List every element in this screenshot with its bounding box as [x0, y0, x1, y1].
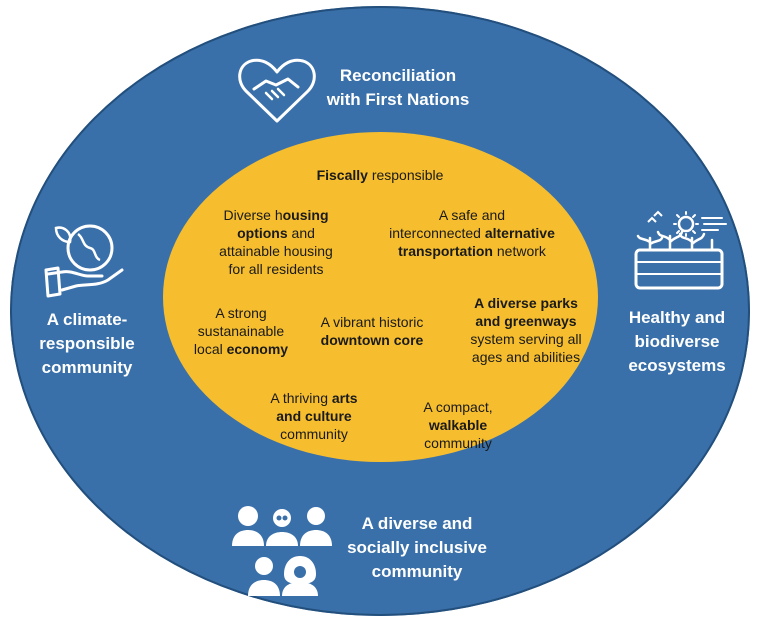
outer-label-top: Reconciliation with First Nations [318, 64, 478, 112]
text: A compact, [423, 399, 493, 415]
text: sustanainable [197, 323, 285, 339]
bold-text: alternative [484, 225, 555, 241]
text: interconnected [389, 225, 485, 241]
bold-text: and greenways [475, 313, 577, 329]
inner-item-line: community [398, 434, 518, 452]
bold-text: Fiscally [316, 167, 368, 183]
outer-label-bottom-line: socially inclusive [347, 538, 487, 557]
inner-item-line: walkable [398, 416, 518, 434]
inner-item-line: A strong [176, 304, 306, 322]
inner-item-fiscal: Fiscally responsible [280, 166, 480, 184]
outer-label-left-line: responsible [39, 334, 135, 353]
outer-label-bottom: A diverse and socially inclusive communi… [332, 512, 502, 584]
text: and [287, 225, 315, 241]
bold-text: options [237, 225, 288, 241]
text: network [492, 243, 546, 259]
inner-item-line: and greenways [452, 312, 600, 330]
outer-label-right-line: biodiverse [634, 332, 720, 351]
bold-text: A diverse parks [474, 295, 578, 311]
inner-item-line: transportation network [372, 242, 572, 260]
text: A strong [215, 305, 267, 321]
inner-item-line: for all residents [196, 260, 356, 278]
outer-label-right-line: Healthy and [628, 308, 726, 327]
bold-text: transportation [398, 243, 493, 259]
inner-item-line: sustanainable [176, 322, 306, 340]
text: for all residents [228, 261, 324, 277]
outer-label-right-line: ecosystems [628, 356, 726, 375]
text: Diverse h [223, 207, 283, 223]
outer-label-bottom-line: community [371, 562, 463, 581]
earth-in-hand-icon [44, 224, 124, 298]
text: system serving all [470, 331, 582, 347]
bold-text: walkable [428, 417, 488, 433]
text: A thriving [270, 390, 332, 406]
outer-label-bottom-line: A diverse and [361, 514, 473, 533]
inner-item-line: Diverse housing [196, 206, 356, 224]
inner-item-line: ages and abilities [452, 348, 600, 366]
text: attainable housing [219, 243, 333, 259]
bold-text: arts [331, 390, 358, 406]
inner-item-parks: A diverse parks and greenways system servi… [452, 294, 600, 366]
outer-label-left: A climate- responsible community [22, 308, 152, 380]
inner-circle [163, 132, 598, 462]
bold-text: downtown core [320, 332, 424, 348]
inner-item-line: and culture [244, 407, 384, 425]
text: local [193, 341, 227, 357]
outer-label-left-line: A climate- [46, 310, 128, 329]
bold-text: economy [226, 341, 289, 357]
handshake-heart-icon [238, 58, 316, 123]
outer-label-top-line: with First Nations [326, 90, 470, 109]
bold-text: ousing [282, 207, 329, 223]
bold-text: and culture [276, 408, 352, 424]
inner-item-line: A compact, [398, 398, 518, 416]
inner-item-line: interconnected alternative [372, 224, 572, 242]
text: A vibrant historic [320, 314, 424, 330]
text: A safe and [438, 207, 506, 223]
inner-item-downtown: A vibrant historic downtown core [302, 313, 442, 349]
inner-item-line: local economy [176, 340, 306, 358]
text: responsible [367, 167, 444, 183]
inner-item-line: attainable housing [196, 242, 356, 260]
outer-label-right: Healthy and biodiverse ecosystems [612, 306, 742, 378]
inner-item-line: A safe and [372, 206, 572, 224]
inner-item-line: community [244, 425, 384, 443]
inner-item-line: options and [196, 224, 356, 242]
ecosystem-sun-wind-plants-icon [634, 210, 727, 290]
inner-item-line: A diverse parks [452, 294, 600, 312]
text: community [280, 426, 348, 442]
inner-item-line: system serving all [452, 330, 600, 348]
outer-label-top-line: Reconciliation [339, 66, 457, 85]
text: community [424, 435, 492, 451]
diverse-people-icon [232, 506, 332, 596]
inner-item-line: Fiscally responsible [280, 166, 480, 184]
text: ages and abilities [471, 349, 581, 365]
inner-item-walkable: A compact, walkable community [398, 398, 518, 452]
inner-item-line: downtown core [302, 331, 442, 349]
inner-item-line: A vibrant historic [302, 313, 442, 331]
outer-label-left-line: community [41, 358, 133, 377]
inner-item-line: A thriving arts [244, 389, 384, 407]
